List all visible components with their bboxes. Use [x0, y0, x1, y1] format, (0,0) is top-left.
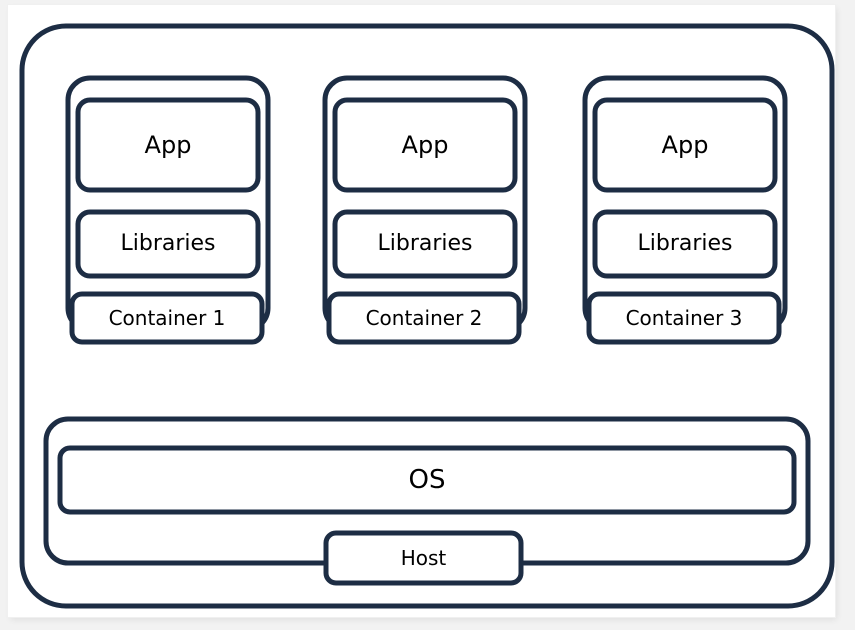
- container-3-app-shape[interactable]: [592, 97, 778, 193]
- container-1-app-shape[interactable]: [75, 97, 261, 193]
- os-shape[interactable]: [57, 445, 797, 515]
- container-3-label-shape[interactable]: [586, 291, 782, 345]
- container-2-libraries-shape[interactable]: [332, 209, 518, 279]
- container-3-libraries-shape[interactable]: [592, 209, 778, 279]
- container-1-label-shape[interactable]: [69, 291, 265, 345]
- container-2-label-shape[interactable]: [326, 291, 522, 345]
- host-label-shape[interactable]: [323, 530, 524, 586]
- container-1-libraries-shape[interactable]: [75, 209, 261, 279]
- container-2-app-shape[interactable]: [332, 97, 518, 193]
